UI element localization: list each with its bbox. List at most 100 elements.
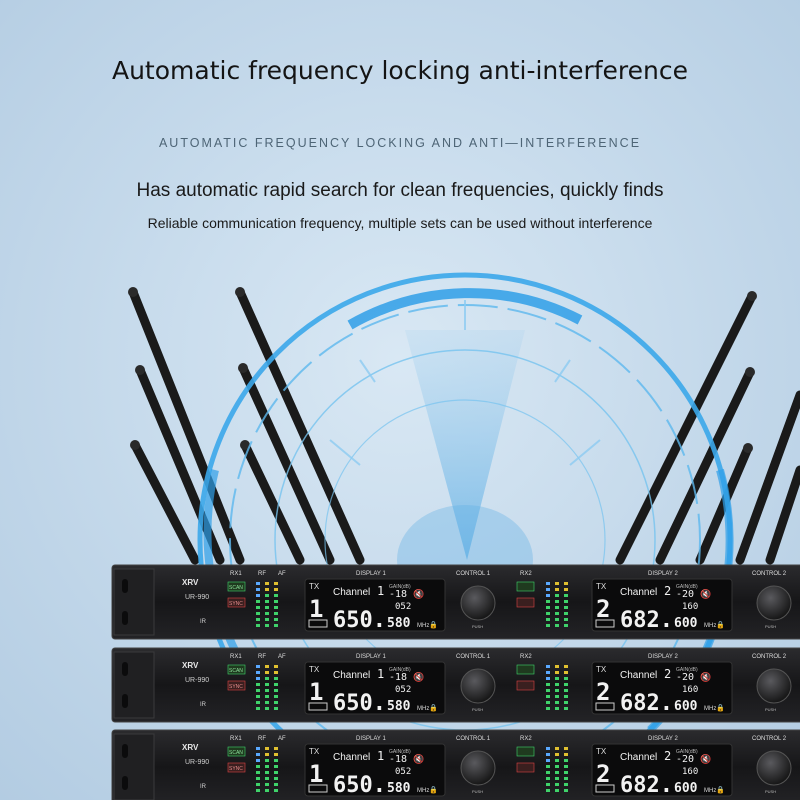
gain-value: -20 — [676, 754, 694, 765]
battery-icon — [308, 702, 328, 711]
control2-knob — [756, 585, 792, 621]
level-led — [265, 789, 269, 792]
level-led — [555, 783, 559, 786]
display1-label: DISPLAY 1 — [356, 654, 386, 660]
level-led — [546, 759, 550, 762]
lcd-screen — [591, 661, 733, 715]
mhz-label: MHz — [417, 788, 429, 794]
display1-label: DISPLAY 1 — [356, 571, 386, 577]
level-led — [546, 783, 550, 786]
level-led — [256, 695, 260, 698]
rack-slot — [122, 611, 128, 625]
frequency-main: 650. — [333, 691, 386, 716]
level-led — [265, 765, 269, 768]
model-label: UR-990 — [185, 594, 209, 601]
rack-slot — [122, 579, 128, 593]
level-led — [555, 777, 559, 780]
push-label: PUSH — [472, 707, 483, 712]
scan-button-2 — [516, 746, 535, 757]
frequency-decimal: 580 — [387, 699, 411, 714]
control2-knob — [756, 750, 792, 786]
push-label-2: PUSH — [765, 624, 776, 629]
level-led — [555, 707, 559, 710]
tx-label: TX — [596, 582, 607, 591]
channel-number: 1 — [377, 667, 384, 681]
lcd-screen — [304, 578, 446, 632]
sync-label: SYNC — [229, 601, 243, 607]
rf-label: RF — [258, 736, 266, 742]
mhz-label: MHz — [417, 623, 429, 629]
level-led — [256, 624, 260, 627]
code-value: 052 — [395, 767, 411, 777]
sync-button-2 — [516, 762, 535, 773]
battery-icon — [308, 784, 328, 793]
level-led — [564, 624, 568, 627]
level-led — [564, 612, 568, 615]
lcd-screen — [591, 578, 733, 632]
frequency-decimal: 600 — [674, 616, 698, 631]
sync-label: SYNC — [229, 766, 243, 772]
rx2-label: RX2 — [520, 736, 532, 742]
sync-button-2 — [516, 680, 535, 691]
feature-line-2: Reliable communication frequency, multip… — [147, 215, 653, 231]
level-led — [555, 771, 559, 774]
scan-label: SCAN — [229, 750, 243, 756]
level-led — [555, 624, 559, 627]
level-led — [546, 683, 550, 686]
level-led — [564, 600, 568, 603]
level-led — [256, 582, 260, 585]
level-led — [256, 753, 260, 756]
level-led — [564, 618, 568, 621]
frequency-main: 682. — [620, 691, 673, 716]
sync-button — [227, 680, 246, 691]
lcd-screen — [304, 743, 446, 797]
level-led — [256, 683, 260, 686]
control2-label: CONTROL 2 — [752, 654, 787, 660]
rack-slot — [122, 694, 128, 708]
mhz-label: MHz — [704, 623, 716, 629]
af-label: AF — [278, 654, 286, 660]
control1-label: CONTROL 1 — [456, 654, 491, 660]
level-led — [564, 783, 568, 786]
level-led — [265, 665, 269, 668]
level-led — [546, 677, 550, 680]
display1-label: DISPLAY 1 — [356, 736, 386, 742]
mute-icon: 🔇 — [413, 588, 424, 599]
level-led — [265, 677, 269, 680]
channel-number: 2 — [664, 667, 671, 681]
level-led — [564, 606, 568, 609]
rack-ear — [113, 733, 155, 800]
level-led — [546, 606, 550, 609]
level-led — [555, 683, 559, 686]
level-led — [274, 665, 278, 668]
level-led — [256, 618, 260, 621]
tx-label: TX — [309, 747, 320, 756]
scan-button — [227, 581, 246, 592]
level-led — [564, 765, 568, 768]
rack-slot — [122, 662, 128, 676]
level-led — [564, 671, 568, 674]
tx-label: TX — [309, 665, 320, 674]
rack-slot — [122, 744, 128, 758]
ir-label: IR — [200, 702, 207, 708]
level-led — [564, 759, 568, 762]
level-led — [564, 677, 568, 680]
code-value: 160 — [682, 767, 698, 777]
level-led — [274, 683, 278, 686]
control2-knob — [756, 668, 792, 704]
push-label-2: PUSH — [765, 789, 776, 794]
control2-label: CONTROL 2 — [752, 736, 787, 742]
level-led — [256, 747, 260, 750]
frequency-decimal: 580 — [387, 781, 411, 796]
level-led — [265, 777, 269, 780]
frequency-main: 682. — [620, 608, 673, 633]
level-led — [256, 606, 260, 609]
mhz-label: MHz — [417, 706, 429, 712]
scan-label: SCAN — [229, 668, 243, 674]
level-led — [546, 624, 550, 627]
lock-icon: 🔒 — [429, 704, 438, 712]
level-led — [256, 600, 260, 603]
